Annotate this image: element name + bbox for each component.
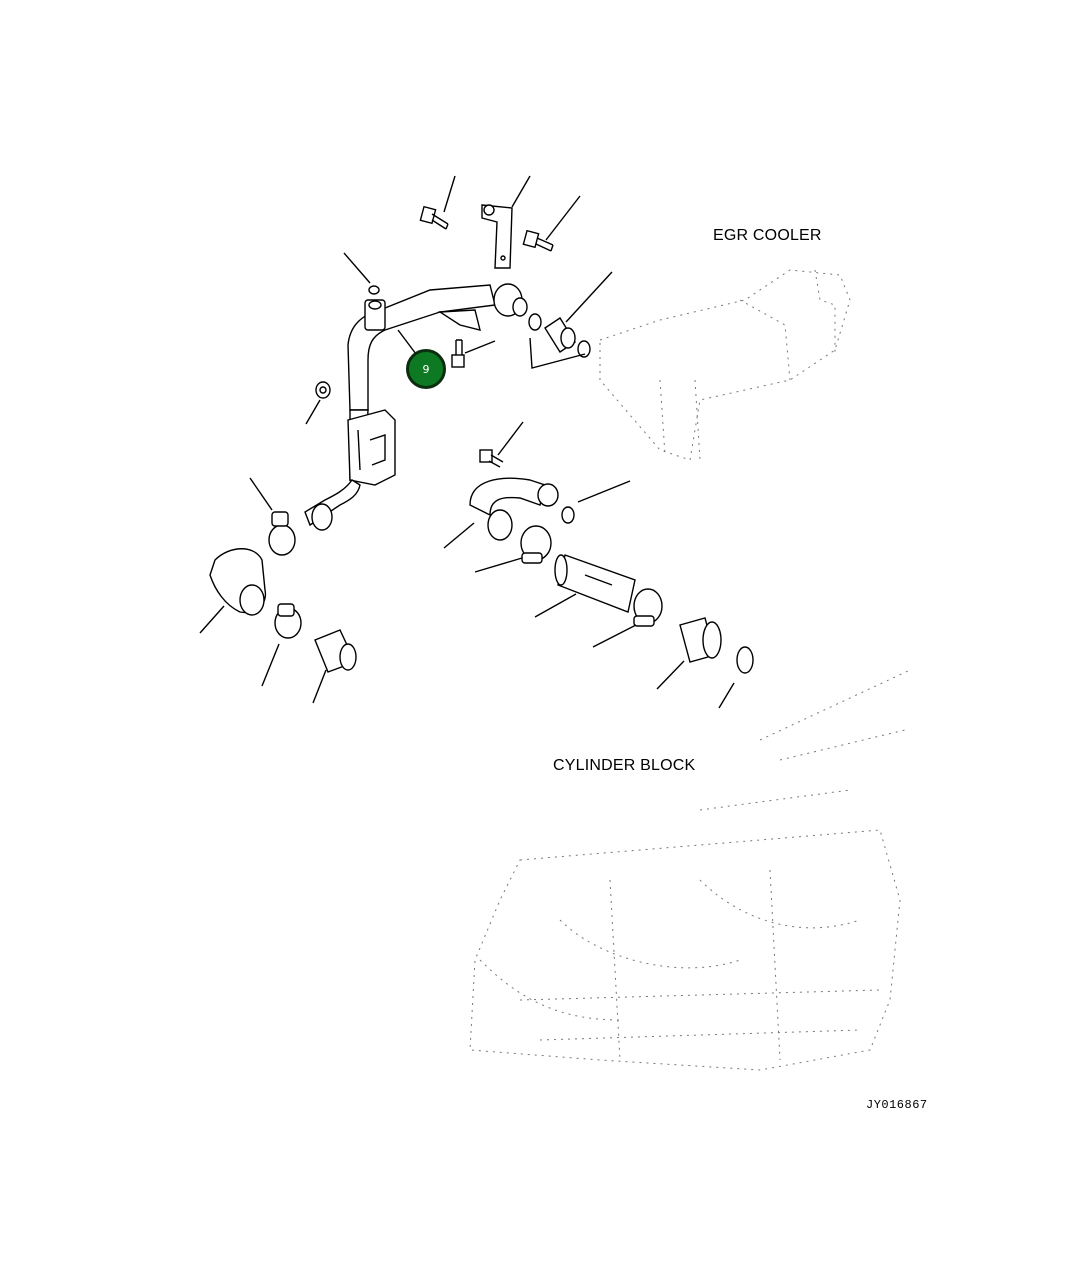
connector-right xyxy=(679,617,754,674)
leader-lines xyxy=(199,175,735,709)
bolt-mid xyxy=(451,339,465,368)
hose-clamp-left-upper xyxy=(268,511,296,556)
cylinder-block-label: CYLINDER BLOCK xyxy=(553,757,696,774)
elbow-hose-lower xyxy=(209,548,267,616)
top-bolt-left xyxy=(419,205,449,230)
hose-clamp-left-lower xyxy=(274,603,302,639)
elbow-hose-upper xyxy=(304,479,361,531)
nut-left xyxy=(315,381,331,399)
pipe-mount-bracket xyxy=(347,409,396,486)
connector-left xyxy=(314,629,357,673)
top-bolt-right xyxy=(522,229,554,252)
hose-clamp-right-upper xyxy=(520,525,552,564)
callout-badge[interactable]: 9 xyxy=(406,349,446,389)
small-oring-top xyxy=(368,285,380,295)
straight-hose xyxy=(554,554,636,613)
fitting-egr xyxy=(528,313,591,358)
drawing-code: JY016867 xyxy=(866,1098,928,1112)
u-pipe xyxy=(469,477,575,541)
mounting-bracket xyxy=(481,204,513,269)
hose-clamp-right-lower xyxy=(633,588,663,627)
bolt-lower xyxy=(479,449,504,468)
cylinder-block-outline xyxy=(469,669,911,1071)
egr-cooler-outline xyxy=(599,269,851,461)
egr-cooler-label: EGR COOLER xyxy=(713,227,822,244)
